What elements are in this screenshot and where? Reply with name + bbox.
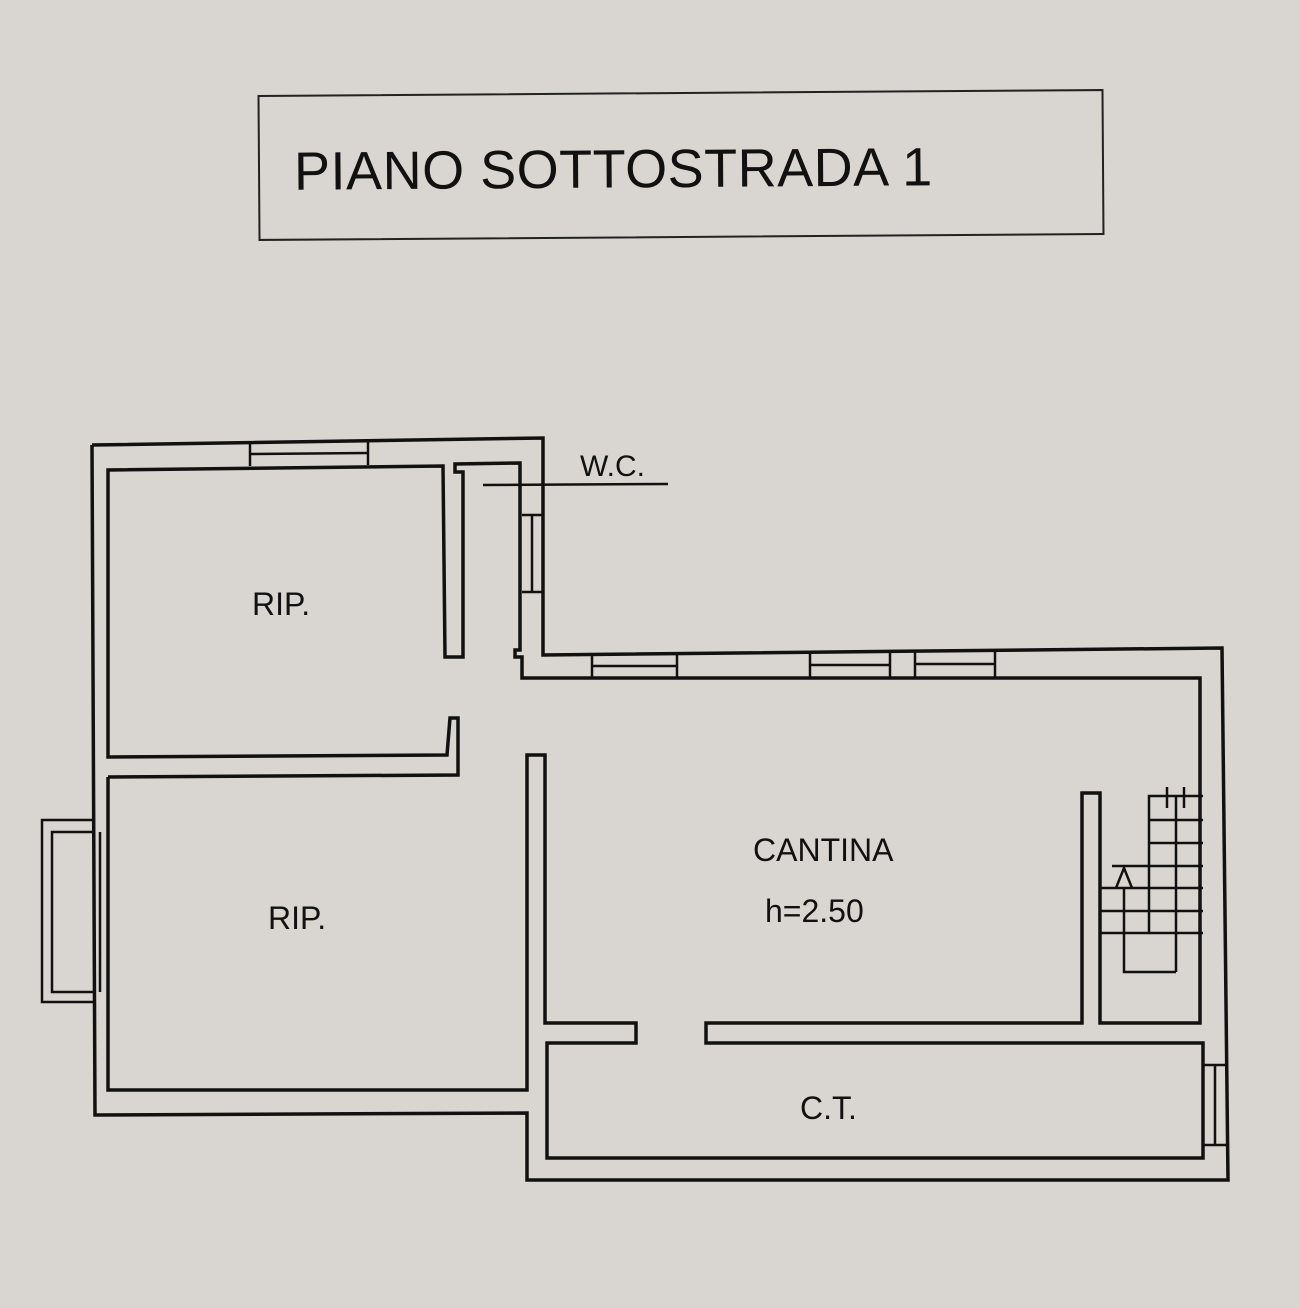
window-left: [40, 818, 102, 1004]
room-label-cantina: CANTINA: [753, 832, 894, 868]
cantina-height: h=2.50: [765, 893, 864, 929]
outer-wall: [90, 436, 1230, 1182]
room-label-rip-bottom: RIP.: [268, 900, 327, 936]
wc-label-line: [482, 482, 669, 487]
window-top: [248, 440, 370, 466]
windows-cantina: [590, 651, 997, 678]
rip-top-wall: [106, 464, 460, 779]
staircase: [1100, 787, 1203, 974]
wc-wall: [106, 461, 1205, 1160]
window-ct: [1203, 1063, 1226, 1147]
room-label-wc: W.C.: [580, 450, 645, 483]
window-wc: [522, 513, 543, 594]
room-label-rip-top: RIP.: [252, 586, 311, 622]
room-label-ct: C.T.: [800, 1090, 857, 1126]
